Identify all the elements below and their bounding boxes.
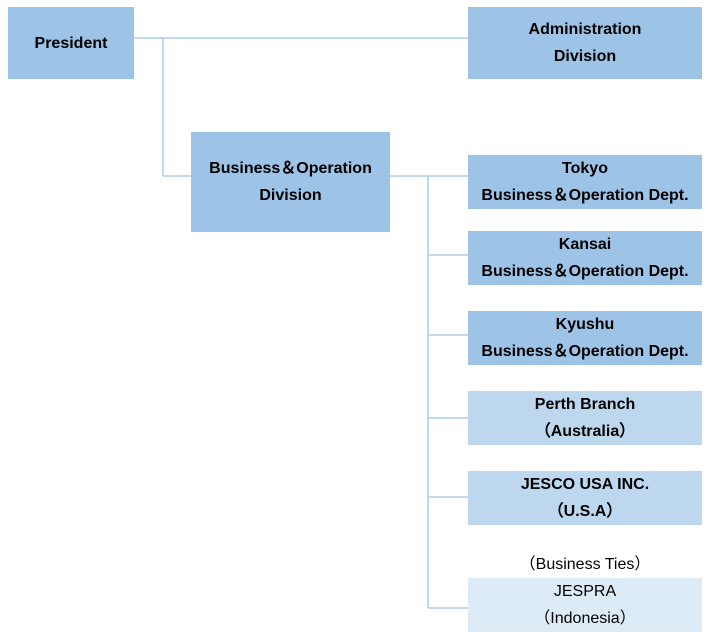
business-operation-division-label-line-1: Business＆Operation xyxy=(209,160,372,177)
tokyo-dept-label-line-1: Tokyo xyxy=(562,160,608,177)
kansai-dept-label-line-1: Kansai xyxy=(558,236,612,253)
administration-division-label-line-2: Division xyxy=(553,48,617,65)
tokyo-dept-label-line-2: Business＆Operation Dept. xyxy=(481,187,689,204)
kansai-dept-box: Kansai Business＆Operation Dept. xyxy=(468,231,702,285)
kyushu-dept-label-line-1: Kyushu xyxy=(555,316,615,333)
business-operation-division-label-line-2: Division xyxy=(259,187,322,204)
tokyo-dept-box: Tokyo Business＆Operation Dept. xyxy=(468,155,702,209)
business-ties-label: （Business Ties） xyxy=(519,556,651,573)
jespra-box: JESPRA （Indonesia） xyxy=(468,578,702,632)
administration-division-box: Administration Division xyxy=(468,7,702,79)
jesco-usa-box: JESCO USA INC. （U.S.A） xyxy=(468,471,702,525)
perth-branch-label-line-1: Perth Branch xyxy=(534,396,636,413)
business-operation-division-box: Business＆Operation Division xyxy=(191,132,390,232)
kansai-dept-label-line-2: Business＆Operation Dept. xyxy=(481,263,689,280)
administration-division-label-line-1: Administration xyxy=(528,21,642,38)
perth-branch-label-line-2: （Australia） xyxy=(534,423,636,440)
jesco-usa-label-line-1: JESCO USA INC. xyxy=(520,476,650,493)
kyushu-dept-label-line-2: Business＆Operation Dept. xyxy=(481,343,689,360)
president-box: President xyxy=(8,7,134,79)
president-label: President xyxy=(34,34,108,52)
jespra-label-line-1: JESPRA xyxy=(553,583,617,600)
jesco-usa-label-line-2: （U.S.A） xyxy=(547,503,623,520)
kyushu-dept-box: Kyushu Business＆Operation Dept. xyxy=(468,311,702,365)
jespra-label-line-2: （Indonesia） xyxy=(534,610,636,627)
perth-branch-box: Perth Branch （Australia） xyxy=(468,391,702,445)
